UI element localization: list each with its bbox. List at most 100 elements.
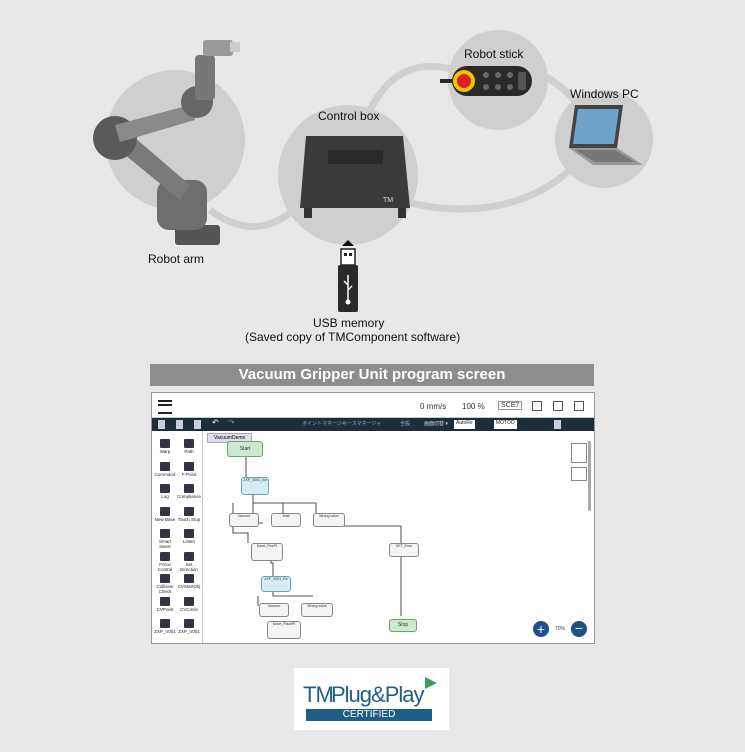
windows-pc-label: Windows PC bbox=[570, 87, 639, 101]
palette-item-label: F-Point bbox=[181, 471, 197, 477]
palette-item[interactable]: CVCircle bbox=[177, 596, 201, 612]
flow-canvas[interactable]: VacuumDemo Start ZXP_V001_init Vacuum Wa… bbox=[203, 431, 594, 643]
palette-node-icon bbox=[160, 506, 170, 516]
stop-node[interactable]: Stop bbox=[389, 619, 417, 632]
palette-item[interactable]: Set Direction bbox=[177, 551, 201, 572]
palette-node-icon bbox=[160, 461, 170, 471]
robot-stick-label: Robot stick bbox=[464, 47, 524, 61]
toolbar-general[interactable]: 全般 bbox=[400, 421, 411, 427]
palette-item[interactable]: ZXP_V001 bbox=[153, 619, 177, 634]
palette-item-label: Force Control bbox=[157, 561, 173, 572]
palette-node-icon bbox=[184, 596, 194, 606]
side-panel-icon-2[interactable] bbox=[571, 467, 587, 481]
palette-item-label: CVPoint bbox=[156, 606, 174, 612]
zoom-out-button[interactable]: − bbox=[571, 621, 587, 637]
redo-icon[interactable]: ↷ bbox=[228, 418, 235, 427]
usb-memory-note: (Saved copy of TMComponent software) bbox=[245, 330, 461, 344]
screen-top-bar: 0 mm/s 100 % SCE7 bbox=[152, 393, 594, 418]
side-panel-icon-1[interactable] bbox=[571, 443, 587, 463]
logo-plug-play: Plug&Play bbox=[331, 682, 425, 707]
palette-item[interactable]: Force Control bbox=[153, 551, 177, 572]
canvas-scrollbar[interactable] bbox=[588, 441, 591, 511]
palette-item[interactable]: Log bbox=[153, 484, 177, 499]
flow-node-set-error[interactable]: SET_Error bbox=[389, 543, 419, 557]
menu-icon[interactable] bbox=[158, 400, 172, 414]
toolbar-base-manager[interactable]: ベースマネージャ bbox=[342, 421, 382, 427]
undo-icon[interactable]: ↶ bbox=[212, 418, 219, 427]
flow-node-vacuum[interactable]: Vacuum bbox=[229, 513, 259, 527]
program-screen: 0 mm/s 100 % SCE7 ↶ ↷ ポイントマネージャ ベースマネージャ… bbox=[151, 392, 595, 644]
palette-item-label: Collision Check bbox=[156, 584, 174, 594]
info-icon[interactable] bbox=[553, 401, 563, 411]
palette-item-label: ZXP_V001 bbox=[154, 629, 176, 634]
flow-node-wrong-value[interactable]: Wrong value bbox=[313, 513, 345, 527]
palette-node-icon bbox=[184, 484, 194, 493]
toolbar-autore-select[interactable]: AutoRe bbox=[454, 420, 475, 429]
palette-item-label: New Base bbox=[154, 516, 176, 522]
flow-node-re[interactable]: ZXP_V001_Re bbox=[261, 576, 291, 592]
flow-node-move-pick[interactable]: Move_PickPt bbox=[251, 543, 283, 561]
flow-node-move-place[interactable]: Move_PlacePt bbox=[267, 621, 301, 639]
palette-item[interactable]: Touch Stop bbox=[177, 506, 201, 522]
svg-text:TM: TM bbox=[383, 197, 393, 204]
palette-item-label: Touch Stop bbox=[177, 516, 201, 522]
palette-node-icon bbox=[160, 619, 170, 628]
palette-item-label: CVStartObj bbox=[177, 584, 201, 589]
palette-node-icon bbox=[160, 529, 170, 538]
palette-item[interactable]: Path bbox=[177, 439, 201, 454]
toolbar-view-switch[interactable]: 画面切替 ▾ bbox=[424, 421, 448, 427]
certified-bar: CERTIFIED bbox=[306, 709, 432, 721]
palette-item[interactable]: Collision Check bbox=[153, 574, 177, 594]
palette-item-label: Listen bbox=[182, 539, 195, 544]
palette-node-icon bbox=[160, 596, 170, 606]
palette-item-label: CVCircle bbox=[180, 606, 198, 612]
speed-readout: 0 mm/s bbox=[420, 402, 447, 411]
program-screen-banner: Vacuum Gripper Unit program screen bbox=[150, 364, 594, 386]
palette-item[interactable]: Warp bbox=[153, 439, 177, 454]
palette-item[interactable]: ZXP_V001 bbox=[177, 619, 201, 634]
toolbar-icon-1[interactable] bbox=[158, 420, 165, 429]
code-badge: SCE7 bbox=[498, 401, 523, 410]
robot-stick-image bbox=[440, 66, 532, 96]
palette-item-label: Smart Insert bbox=[158, 539, 171, 549]
palette-item[interactable]: Smart Insert bbox=[153, 529, 177, 549]
palette-node-icon bbox=[184, 551, 194, 561]
toolbar-point-manager[interactable]: ポイントマネージャ bbox=[302, 421, 347, 427]
start-node[interactable]: Start bbox=[227, 441, 263, 457]
flow-node-wait[interactable]: Wait bbox=[271, 513, 301, 527]
usb-memory-label: USB memory bbox=[313, 316, 385, 330]
palette-item-label: Path bbox=[184, 449, 194, 454]
robot-arm-label: Robot arm bbox=[148, 252, 205, 266]
palette-item[interactable]: Compliance bbox=[177, 484, 201, 499]
palette-node-icon bbox=[184, 461, 194, 471]
palette-item[interactable]: Command bbox=[153, 461, 177, 477]
flow-node-wrong-value-2[interactable]: Wrong value bbox=[301, 603, 333, 617]
flow-node-init[interactable]: ZXP_V001_init bbox=[241, 477, 269, 495]
usb-memory-image bbox=[338, 240, 358, 312]
palette-item-label: Warp bbox=[159, 449, 171, 454]
palette-item-label: ZXP_V001 bbox=[178, 629, 200, 634]
palette-node-icon bbox=[184, 439, 194, 448]
palette-item[interactable]: Listen bbox=[177, 529, 201, 544]
toolbar-icon-2[interactable] bbox=[176, 420, 183, 429]
zoom-level: 70% bbox=[555, 626, 566, 632]
flow-node-vacuum-2[interactable]: Vacuum bbox=[259, 603, 289, 617]
palette-item[interactable]: CVStartObj bbox=[177, 574, 201, 589]
palette-node-icon bbox=[160, 439, 170, 448]
window-icon[interactable] bbox=[532, 401, 542, 411]
palette-node-icon bbox=[184, 619, 194, 628]
toolbar-icon-3[interactable] bbox=[194, 420, 201, 429]
zoom-in-button[interactable]: + bbox=[533, 621, 549, 637]
toolbar-motoo-select[interactable]: MOTOO bbox=[494, 420, 517, 429]
toolbar-panel-icon[interactable] bbox=[554, 420, 561, 429]
palette-item[interactable]: F-Point bbox=[177, 461, 201, 477]
palette-item[interactable]: New Base bbox=[153, 506, 177, 522]
palette-node-icon bbox=[160, 484, 170, 493]
screen-toolbar: ↶ ↷ ポイントマネージャ ベースマネージャ 全般 画面切替 ▾ AutoRe … bbox=[152, 418, 594, 431]
palette-item[interactable]: CVPoint bbox=[153, 596, 177, 612]
doc-icon[interactable] bbox=[574, 401, 584, 411]
palette-node-icon bbox=[184, 574, 194, 583]
tm-plug-and-play-logo: TM Plug&Play CERTIFIED bbox=[294, 668, 449, 730]
laptop-image bbox=[569, 105, 643, 165]
palette-node-icon bbox=[184, 529, 194, 538]
